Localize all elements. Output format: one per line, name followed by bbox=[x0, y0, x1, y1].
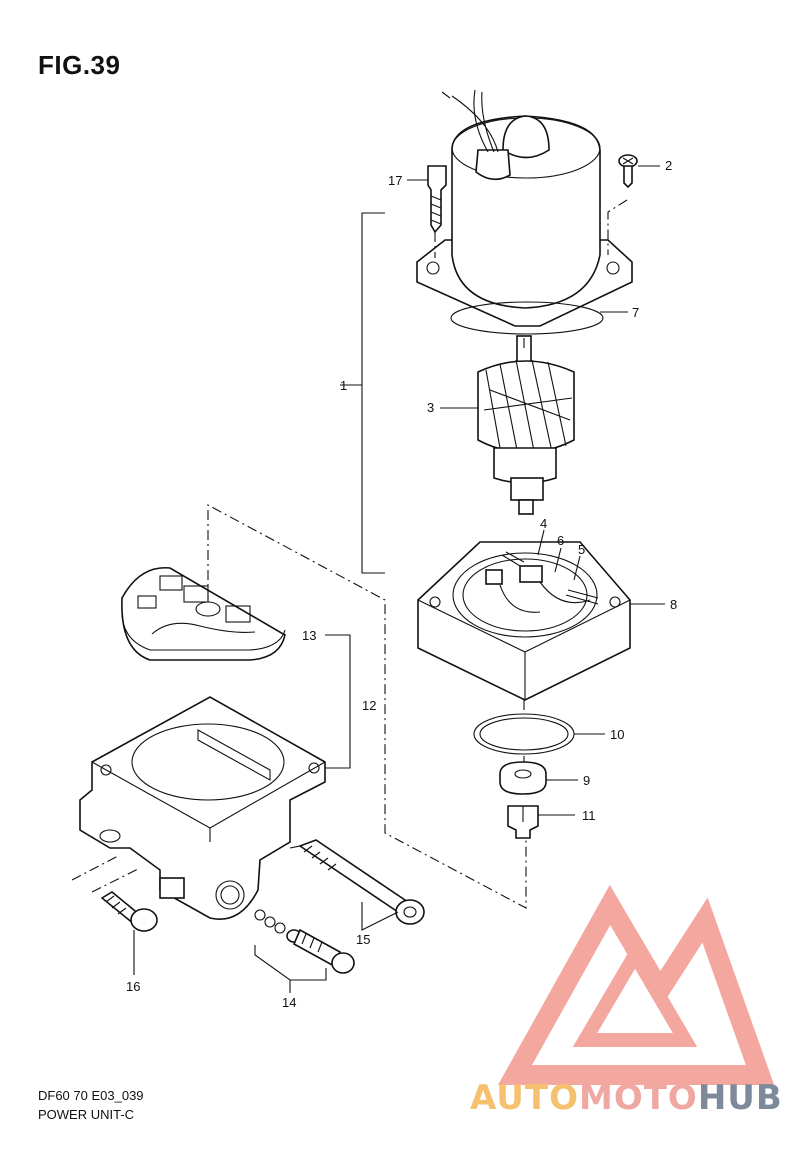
bolt-16 bbox=[100, 891, 158, 932]
watermark-logo bbox=[497, 884, 775, 1085]
washer-9 bbox=[499, 761, 547, 795]
callout-14: 14 bbox=[282, 995, 296, 1010]
coupler-11 bbox=[507, 805, 539, 839]
callout-12: 12 bbox=[362, 698, 376, 713]
watermark-text: AUTOMOTOHUB bbox=[470, 1078, 783, 1118]
callout-6: 6 bbox=[557, 533, 564, 548]
figure-code: DF60 70 E03_039 bbox=[38, 1088, 144, 1103]
screw-2 bbox=[618, 154, 638, 189]
watermark-moto: MOTO bbox=[578, 1078, 698, 1118]
watermark-auto: AUTO bbox=[470, 1078, 579, 1118]
callout-7: 7 bbox=[632, 305, 639, 320]
callout-11: 11 bbox=[582, 808, 596, 823]
callout-5: 5 bbox=[578, 542, 585, 557]
figure-title: FIG.39 bbox=[38, 50, 121, 80]
bolt-17 bbox=[427, 165, 447, 234]
callout-9: 9 bbox=[583, 773, 590, 788]
armature-3 bbox=[477, 335, 575, 515]
motor-housing bbox=[416, 89, 633, 327]
callout-15: 15 bbox=[356, 932, 370, 947]
valve-14 bbox=[254, 909, 355, 974]
o-ring-7 bbox=[450, 301, 604, 335]
figure-name: POWER UNIT-C bbox=[38, 1107, 135, 1122]
leader-lines bbox=[133, 165, 665, 975]
bolt-15 bbox=[298, 839, 425, 925]
callout-16: 16 bbox=[126, 979, 140, 994]
o-ring-10 bbox=[473, 713, 575, 755]
brush-holder-8 bbox=[417, 541, 631, 701]
callout-3: 3 bbox=[427, 400, 434, 415]
pump-housing-12 bbox=[79, 696, 326, 920]
callout-1: 1 bbox=[340, 378, 347, 393]
callout-8: 8 bbox=[670, 597, 677, 612]
gasket-13 bbox=[121, 566, 286, 661]
callout-17: 17 bbox=[388, 173, 402, 188]
watermark-hub: HUB bbox=[697, 1078, 783, 1118]
callout-2: 2 bbox=[665, 158, 672, 173]
assembly-guides bbox=[71, 199, 628, 993]
callout-4: 4 bbox=[540, 516, 547, 531]
callout-10: 10 bbox=[610, 727, 624, 742]
callout-13: 13 bbox=[302, 628, 316, 643]
callouts: 17 2 7 1 3 4 6 5 8 13 12 10 9 11 15 16 1… bbox=[126, 158, 677, 1010]
